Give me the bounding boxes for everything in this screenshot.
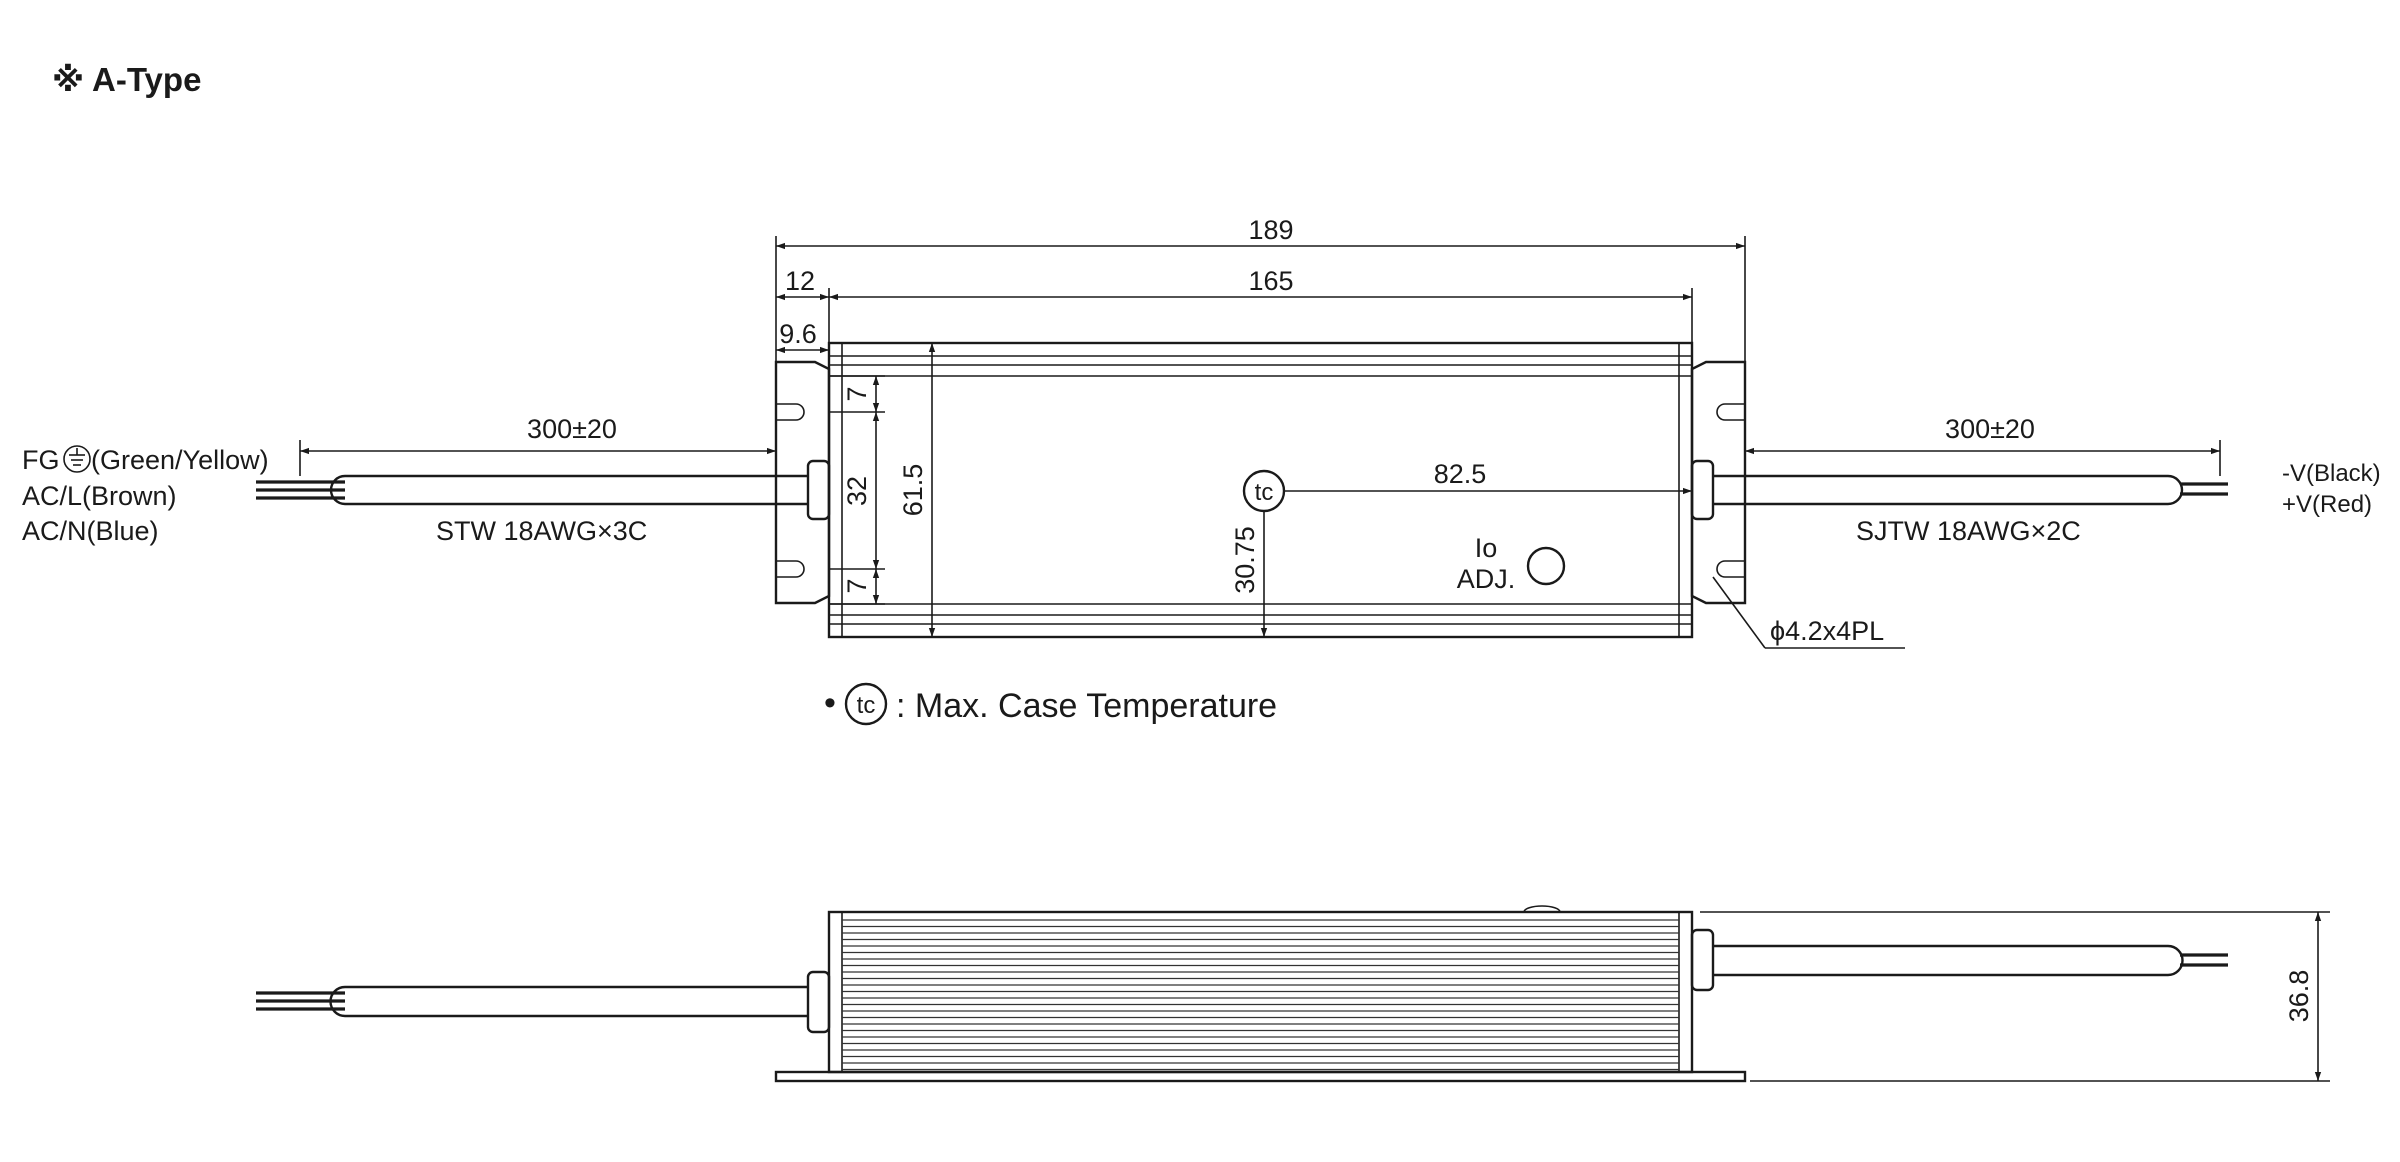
page-title: ※ A-Type xyxy=(52,61,201,98)
label-cable-out: SJTW 18AWG×2C xyxy=(1856,516,2081,546)
mounting-flange-right xyxy=(1690,360,1747,605)
legend-bullet: • xyxy=(824,684,836,722)
output-cable xyxy=(1713,474,2184,506)
label-hole: ϕ4.2x4PL xyxy=(1770,616,1884,646)
tc-legend: • tc : Max. Case Temperature xyxy=(824,682,1277,726)
top-view: tc xyxy=(256,341,2228,639)
side-gland-left xyxy=(806,970,831,1034)
dim-height: 36.8 xyxy=(2284,970,2314,1023)
side-view: 36.8 xyxy=(256,905,2330,1083)
dim-flange: 12 xyxy=(785,266,815,296)
label-fg-color: (Green/Yellow) xyxy=(91,445,269,475)
dim-slot-top: 7 xyxy=(842,386,872,401)
legend-tc-icon xyxy=(844,682,888,726)
slot-top-right xyxy=(1716,403,1745,421)
input-cable xyxy=(329,474,808,506)
top-view-labels: FG (Green/Yellow) AC/L(Brown) AC/N(Blue)… xyxy=(22,445,2381,646)
io-adj-potentiometer xyxy=(1526,546,1566,586)
slot-top-left xyxy=(776,403,805,421)
label-acn: AC/N(Blue) xyxy=(22,516,159,546)
dim-body-length: 165 xyxy=(1248,266,1293,296)
tc-marker-label: tc xyxy=(1255,479,1274,506)
label-vpos: +V(Red) xyxy=(2282,491,2372,518)
label-adj: ADJ. xyxy=(1457,564,1516,594)
dim-overall-length: 189 xyxy=(1248,215,1293,245)
side-gland-right xyxy=(1690,928,1715,992)
cooling-fins xyxy=(842,919,1679,1071)
base-plate xyxy=(774,1070,1747,1083)
mounting-flange xyxy=(774,360,831,605)
dim-slot-bottom: 7 xyxy=(842,578,872,593)
dim-hole-pitch: 32 xyxy=(842,476,872,506)
label-acl: AC/L(Brown) xyxy=(22,481,177,511)
dim-tc-y: 30.75 xyxy=(1230,526,1260,594)
gland-left xyxy=(806,459,831,521)
dim-hole-offset: 9.6 xyxy=(779,319,817,349)
dim-body-width: 61.5 xyxy=(898,464,928,517)
legend-text: : Max. Case Temperature xyxy=(896,687,1277,725)
label-io: Io xyxy=(1475,533,1498,563)
ground-icon xyxy=(63,445,91,473)
slot-bottom-right xyxy=(1716,560,1745,578)
dim-lead-length-left: 300±20 xyxy=(527,414,617,444)
side-output-cable xyxy=(1713,944,2184,977)
legend-tc-icon-label: tc xyxy=(857,692,876,719)
dim-lead-length-right: 300±20 xyxy=(1945,414,2035,444)
dimensions-top: 189 165 12 9.6 300±20 300±20 7 32 7 6 xyxy=(299,215,2221,649)
dim-tc-x: 82.5 xyxy=(1434,459,1487,489)
slot-bottom-left xyxy=(776,560,805,578)
gland-right xyxy=(1690,459,1715,521)
side-input-cable xyxy=(329,985,808,1018)
label-vneg: -V(Black) xyxy=(2282,460,2381,487)
label-cable-in: STW 18AWG×3C xyxy=(436,516,647,546)
label-fg: FG xyxy=(22,445,60,475)
